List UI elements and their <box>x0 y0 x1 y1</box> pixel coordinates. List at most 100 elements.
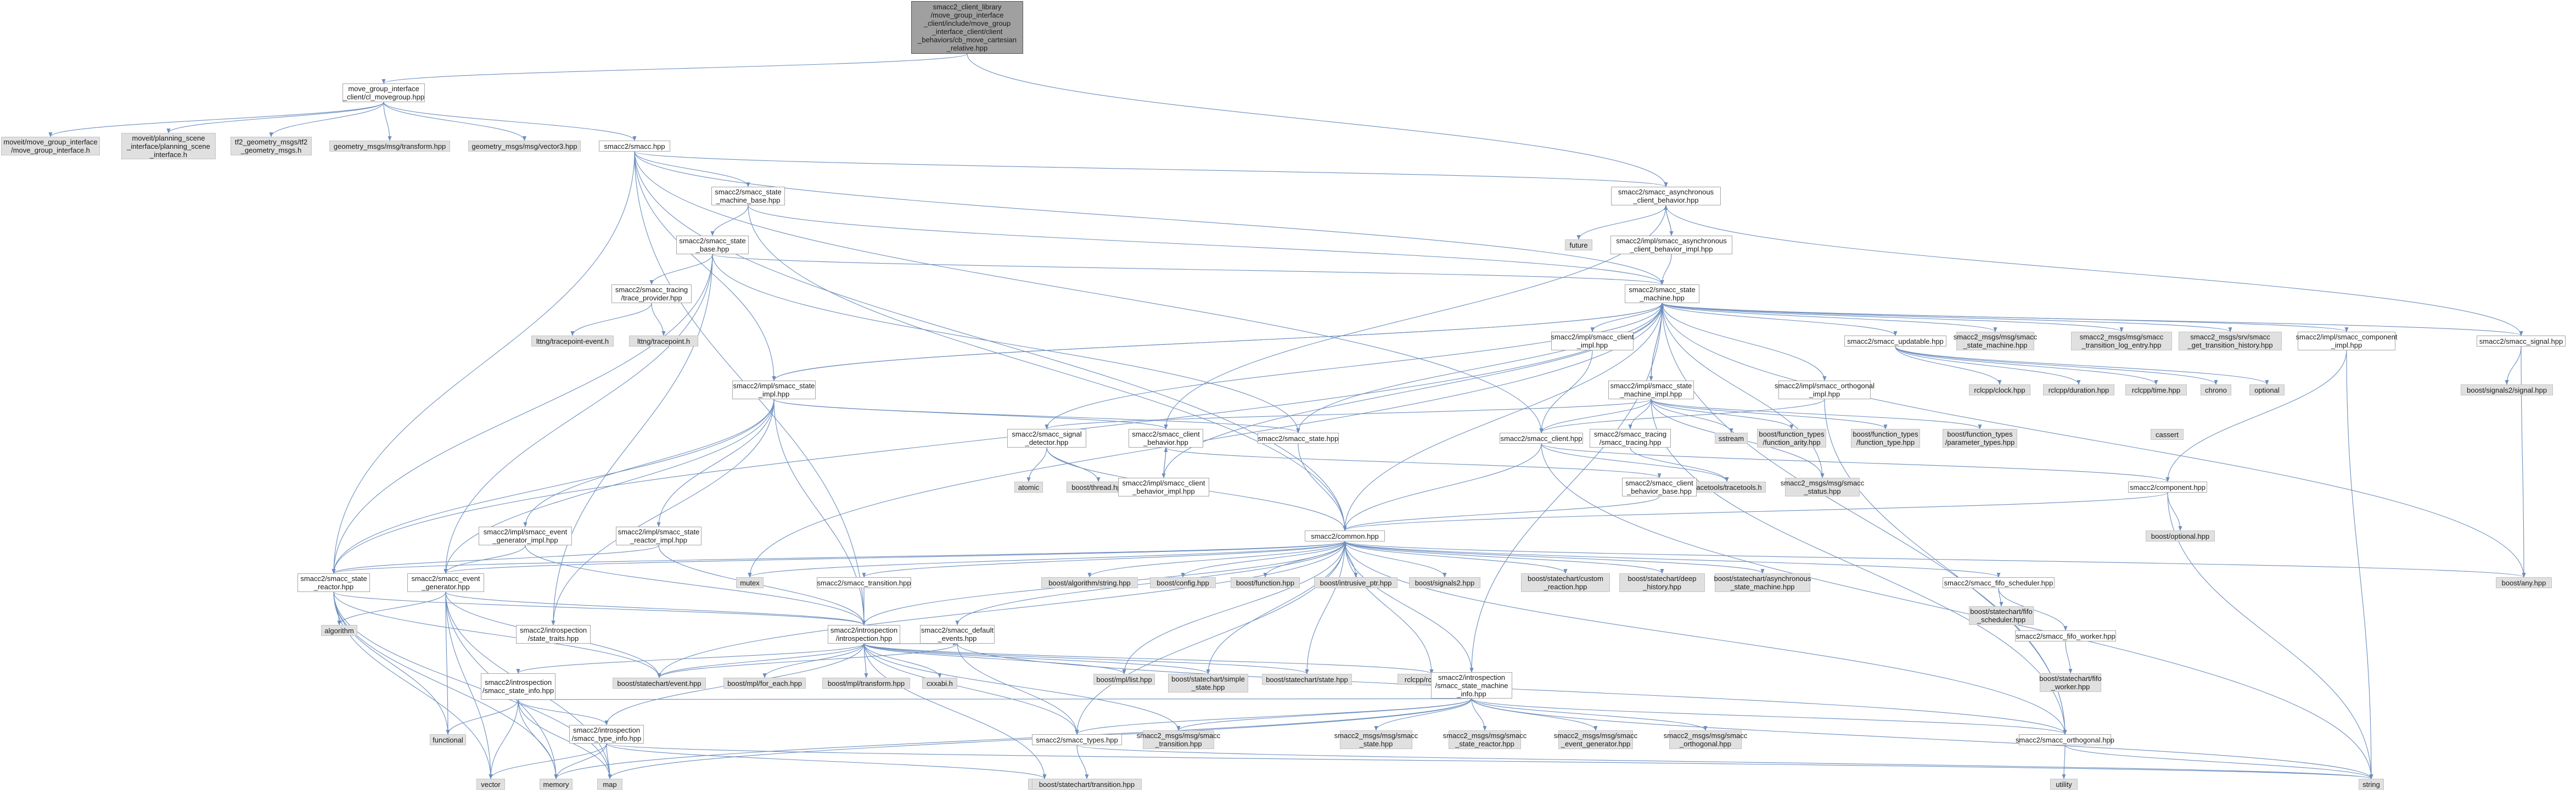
include-edge <box>863 643 1126 674</box>
node-future: future <box>1565 239 1592 250</box>
include-edge <box>1046 447 1101 482</box>
include-edge <box>1662 303 1827 381</box>
node-smacc-signal-detector[interactable]: smacc2/smacc_signal _detector.hpp <box>1007 429 1086 448</box>
include-edge <box>489 699 519 779</box>
node-geometry-msgs-vector3: geometry_msgs/msg/vector3.hpp <box>468 141 581 152</box>
node-msg-smacc-status: smacc2_msgs/msg/smacc _status.hpp <box>1780 478 1865 496</box>
include-edge <box>333 591 612 779</box>
node-smacc-event-generator[interactable]: smacc2/smacc_event _generator.hpp <box>407 573 484 592</box>
node-smacc-fifo-scheduler[interactable]: smacc2/smacc_fifo_scheduler.hpp <box>1943 577 2055 588</box>
node-boost-thread: boost/thread.hpp <box>1067 482 1130 493</box>
node-introspection-smacc-type-info[interactable]: smacc2/introspection /smacc_type_info.hp… <box>569 725 644 744</box>
include-edge <box>1344 541 1568 574</box>
node-smacc-fifo-worker[interactable]: smacc2/smacc_fifo_worker.hpp <box>2015 630 2116 641</box>
include-edge <box>518 699 558 779</box>
node-root: smacc2_client_library /move_group_interf… <box>911 1 1023 54</box>
include-edge <box>1651 399 1982 429</box>
include-edge <box>1296 303 1663 433</box>
include-edge <box>1343 496 1660 531</box>
include-edge <box>773 399 1300 433</box>
include-edge <box>863 643 1434 674</box>
node-smacc-tracing-tracing[interactable]: smacc2/smacc_tracing /smacc_tracing.hpp <box>1590 429 1671 448</box>
include-edge <box>1026 447 1047 482</box>
node-smacc-asynchronous-client-behavior[interactable]: smacc2/smacc_asynchronous _client_behavi… <box>1611 187 1721 205</box>
node-smacc2-component[interactable]: smacc2/component.hpp <box>2128 482 2207 493</box>
node-geometry-msgs-transform: geometry_msgs/msg/transform.hpp <box>329 141 450 152</box>
node-msg-smacc-transition: smacc2_msgs/msg/smacc _transition.hpp <box>1136 730 1221 749</box>
node-smacc-state-machine-base[interactable]: smacc2/smacc_state _machine_base.hpp <box>711 187 785 205</box>
node-introspection-smacc-state-machine-info[interactable]: smacc2/introspection /smacc_state_machin… <box>1431 672 1512 699</box>
include-edge <box>518 699 612 779</box>
include-edge <box>1662 303 1898 336</box>
node-cxxabi: cxxabi.h <box>922 678 957 689</box>
include-edge <box>1662 303 1825 478</box>
node-impl-smacc-asynchronous-client-behavior-impl[interactable]: smacc2/impl/smacc_asynchronous _client_b… <box>1610 236 1732 254</box>
include-edge <box>1176 698 1472 731</box>
include-edge <box>333 591 866 626</box>
include-edge <box>657 643 958 678</box>
node-impl-smacc-state-reactor-impl[interactable]: smacc2/impl/smacc_state _reactor_impl.hp… <box>616 527 701 545</box>
include-edge <box>1075 541 1345 735</box>
node-impl-smacc-state-impl[interactable]: smacc2/impl/smacc_state _impl.hpp <box>732 381 816 399</box>
node-smacc-client-behavior[interactable]: smacc2/smacc_client _behavior.hpp <box>1129 429 1203 448</box>
node-rclcpp-clock: rclcpp/clock.hpp <box>1969 384 2030 395</box>
include-edge <box>332 541 1345 574</box>
include-edge <box>2064 745 2373 779</box>
node-impl-smacc-client-impl[interactable]: smacc2/impl/smacc_client _impl.hpp <box>1551 332 1634 350</box>
include-edge <box>444 399 775 574</box>
node-mpl-list: boost/mpl/list.hpp <box>1093 674 1155 685</box>
node-msg-smacc-transition-log-entry: smacc2_msgs/msg/smacc _transition_log_en… <box>2071 332 2172 350</box>
node-smacc2-smacc[interactable]: smacc2/smacc.hpp <box>599 141 670 152</box>
node-lttng-tracepoint: lttng/tracepoint.h <box>629 336 698 347</box>
node-boost-function-arity: boost/function_types /function_arity.hpp <box>1757 429 1826 448</box>
node-smacc-updatable[interactable]: smacc2/smacc_updatable.hpp <box>1844 336 1946 347</box>
node-smacc-state[interactable]: smacc2/smacc_state.hpp <box>1258 433 1339 444</box>
node-smacc-default-events[interactable]: smacc2/smacc_default _events.hpp <box>920 625 995 644</box>
node-smacc-client[interactable]: smacc2/smacc_client.hpp <box>1500 433 1583 444</box>
include-edge <box>551 254 713 626</box>
include-edge <box>1895 346 2081 385</box>
include-edge <box>1651 399 1794 429</box>
node-impl-smacc-orthogonal-impl[interactable]: smacc2/impl/smacc_orthogonal _impl.hpp <box>1774 381 1875 399</box>
include-edge <box>1122 541 1345 674</box>
include-edge <box>712 254 1664 285</box>
node-smacc-signal[interactable]: smacc2/smacc_signal.hpp <box>2477 336 2566 347</box>
node-rclcpp-duration: rclcpp/duration.hpp <box>2043 384 2114 395</box>
node-smacc-tracing-trace-provider[interactable]: smacc2/smacc_tracing /trace_provider.hpp <box>611 284 692 303</box>
include-edge <box>1045 303 1663 429</box>
include-edge <box>748 205 1664 285</box>
node-msg-smacc-state-machine: smacc2_msgs/msg/smacc _state_machine.hpp <box>1953 332 2038 350</box>
node-introspection-state-traits[interactable]: smacc2/introspection /state_traits.hpp <box>516 625 591 644</box>
include-edge <box>1651 303 1664 381</box>
node-impl-smacc-event-generator-impl[interactable]: smacc2/impl/smacc_event _generator_impl.… <box>479 527 572 545</box>
include-edge <box>333 591 558 779</box>
node-move-group-interface-cl-movegroup[interactable]: move_group_interface _client/cl_movegrou… <box>343 83 425 102</box>
node-chrono: chrono <box>2201 384 2231 395</box>
node-smacc-transition[interactable]: smacc2/smacc_transition.hpp <box>817 577 911 588</box>
node-smacc-client-behavior-base[interactable]: smacc2/smacc_client _behavior_base.hpp <box>1622 478 1697 496</box>
include-edge <box>1076 745 2373 779</box>
include-edge <box>381 53 968 84</box>
node-introspection-smacc-state-info[interactable]: smacc2/introspection /smacc_state_info.h… <box>481 673 555 700</box>
node-smacc-state-machine[interactable]: smacc2/smacc_state _machine.hpp <box>1625 284 1699 303</box>
include-edge <box>1662 303 2232 332</box>
node-smacc-orthogonal[interactable]: smacc2/smacc_orthogonal.hpp <box>2016 734 2114 745</box>
node-smacc-state-reactor[interactable]: smacc2/smacc_state _reactor.hpp <box>298 573 370 592</box>
node-rclcpp-time: rclcpp/time.hpp <box>2125 384 2187 395</box>
node-impl-smacc-client-behavior-impl[interactable]: smacc2/impl/smacc_client _behavior_impl.… <box>1118 478 1209 496</box>
node-smacc-component-impl[interactable]: smacc2/impl/smacc_component _impl.hpp <box>2296 332 2398 350</box>
include-edge <box>1344 541 1765 574</box>
include-edge <box>1471 698 2067 735</box>
node-smacc-state-base[interactable]: smacc2/smacc_state _base.hpp <box>676 236 749 254</box>
node-mpl-for-each: boost/mpl/for_each.hpp <box>723 678 806 689</box>
include-edge <box>1576 205 1666 240</box>
include-edge <box>337 591 446 626</box>
node-smacc2-common[interactable]: smacc2/common.hpp <box>1305 530 1385 541</box>
node-boost-config: boost/config.hpp <box>1150 577 1216 588</box>
node-impl-smacc-state-machine-impl[interactable]: smacc2/impl/smacc_state _machine_impl.hp… <box>1608 381 1694 399</box>
node-smacc-types[interactable]: smacc2/smacc_types.hpp <box>1032 734 1122 745</box>
node-introspection-introspection[interactable]: smacc2/introspection /introspection.hpp <box>828 625 900 644</box>
include-edge <box>967 53 1668 187</box>
node-memory: memory <box>540 779 573 790</box>
include-edge <box>863 643 1181 731</box>
